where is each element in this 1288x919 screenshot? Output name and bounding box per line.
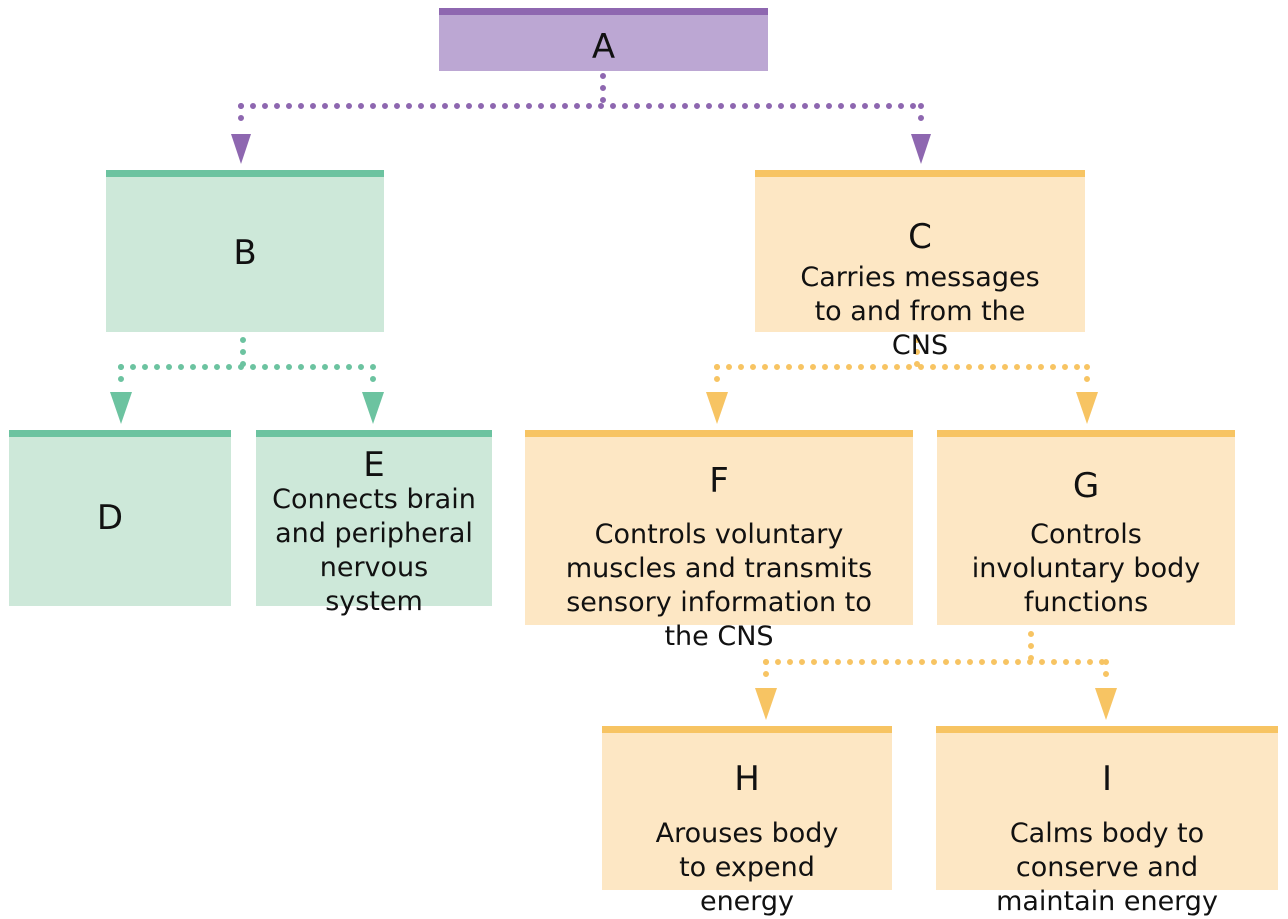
arrow-to-i <box>1095 688 1117 720</box>
node-i-letter: I <box>1101 759 1113 799</box>
arrow-to-h <box>755 688 777 720</box>
node-a: A <box>439 8 768 71</box>
arrow-to-g <box>1076 392 1098 424</box>
node-g: G Controls involuntary body functions <box>937 430 1235 625</box>
node-a-letter: A <box>591 27 616 67</box>
node-e-letter: E <box>363 445 385 485</box>
node-g-description: Controls involuntary body functions <box>971 519 1201 618</box>
connector-layer <box>110 73 1117 720</box>
node-b: B <box>106 170 384 332</box>
node-e: E Connects brain and peripheral nervous … <box>256 430 492 617</box>
node-f-letter: F <box>709 461 729 501</box>
connector-b <box>110 337 384 424</box>
node-h: H Arouses body to expend energy <box>602 726 892 917</box>
arrow-to-c <box>911 134 931 164</box>
node-c-letter: C <box>908 217 932 257</box>
node-b-letter: B <box>233 233 257 273</box>
node-h-description: Arouses body to expend energy <box>655 818 839 917</box>
arrow-to-b <box>231 134 251 164</box>
connector-a <box>231 73 931 164</box>
node-g-letter: G <box>1072 466 1100 506</box>
node-c-description: Carries messages to and from the CNS <box>800 262 1040 361</box>
arrow-to-d <box>110 392 132 424</box>
node-e-description: Connects brain and peripheral nervous sy… <box>272 484 476 617</box>
node-f-description: Controls voluntary muscles and transmits… <box>565 519 873 652</box>
arrow-to-f <box>706 392 728 424</box>
node-i-description: Calms body to conserve and maintain ener… <box>996 818 1218 917</box>
node-i: I Calms body to conserve and maintain en… <box>936 726 1278 917</box>
connector-c <box>706 337 1098 424</box>
arrow-to-e <box>362 392 384 424</box>
node-f: F Controls voluntary muscles and transmi… <box>525 430 913 652</box>
node-d-letter: D <box>96 498 124 538</box>
node-d: D <box>9 430 231 606</box>
connector-g <box>755 631 1117 720</box>
node-h-letter: H <box>734 759 760 799</box>
node-c: C Carries messages to and from the CNS <box>755 170 1085 361</box>
